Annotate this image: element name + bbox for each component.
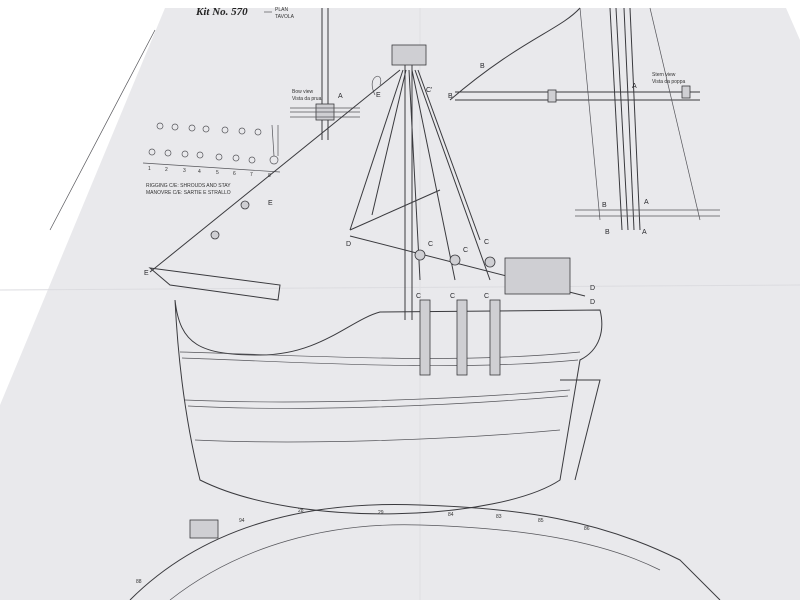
plan-label: PLAN bbox=[275, 7, 288, 13]
rigging-sequence: 1 2 3 4 5 6 7 8 RIGGING C/E: SHROUDS AND… bbox=[142, 122, 281, 196]
stern-view: Stern view Vista da poppa A B B B A B A bbox=[448, 7, 720, 236]
kit-number: Kit No. 570 bbox=[195, 6, 248, 18]
part-number: 83 bbox=[496, 514, 502, 520]
label-e: E bbox=[376, 92, 381, 99]
label-b: B bbox=[448, 93, 453, 100]
label-a: A bbox=[338, 93, 343, 100]
paper-fold bbox=[0, 284, 800, 291]
tavola-label: TAVOLA bbox=[275, 14, 295, 20]
bow-view-label-it: Vista da prua bbox=[292, 96, 322, 102]
label-a: A bbox=[644, 199, 649, 206]
label-c: C bbox=[428, 241, 433, 248]
label-c: C bbox=[463, 247, 468, 254]
mast-rigging: E E C' D C C C C C C D D E bbox=[144, 44, 595, 320]
label-b: B bbox=[605, 229, 610, 236]
part-number: 28 bbox=[298, 508, 304, 514]
label-a: A bbox=[632, 83, 637, 90]
part-number: 85 bbox=[538, 518, 544, 524]
step-number: 4 bbox=[198, 169, 201, 175]
label-c-prime: C' bbox=[426, 87, 432, 94]
label-e: E bbox=[144, 270, 149, 277]
stern-view-label: Stern view bbox=[652, 72, 676, 78]
label-c: C bbox=[484, 293, 489, 300]
bow-view-label: Bow view bbox=[292, 89, 314, 95]
part-number: 86 bbox=[584, 526, 590, 532]
part-number: 88 bbox=[136, 579, 142, 585]
label-d: D bbox=[590, 299, 595, 306]
paper-sheet bbox=[0, 8, 800, 600]
part-number: 84 bbox=[448, 512, 454, 518]
step-number: 5 bbox=[216, 170, 219, 176]
rigging-caption: RIGGING C/E: SHROUDS AND STAY bbox=[146, 183, 231, 189]
part-numbers: 94 28 29 84 83 85 86 88 bbox=[136, 508, 590, 585]
stern-view-label-it: Vista da poppa bbox=[652, 79, 685, 85]
step-number: 2 bbox=[165, 167, 168, 173]
label-c: C bbox=[416, 293, 421, 300]
label-c: C bbox=[484, 239, 489, 246]
hull bbox=[148, 257, 603, 515]
label-d: D bbox=[346, 241, 351, 248]
step-number: 7 bbox=[250, 172, 253, 178]
border-line bbox=[49, 29, 156, 231]
label-c: C bbox=[450, 293, 455, 300]
label-a: A bbox=[642, 229, 647, 236]
deck-plan bbox=[129, 503, 721, 600]
step-number: 1 bbox=[148, 166, 151, 172]
part-number: 29 bbox=[378, 510, 384, 516]
step-number: 3 bbox=[183, 168, 186, 174]
label-b: B bbox=[602, 202, 607, 209]
label-b: B bbox=[480, 63, 485, 70]
label-d: D bbox=[590, 285, 595, 292]
label-e: E bbox=[268, 200, 273, 207]
step-number: 6 bbox=[233, 171, 236, 177]
rigging-caption-it: MANOVRE C/E: SARTIE E STRALLO bbox=[146, 190, 231, 196]
part-number: 94 bbox=[239, 518, 245, 524]
